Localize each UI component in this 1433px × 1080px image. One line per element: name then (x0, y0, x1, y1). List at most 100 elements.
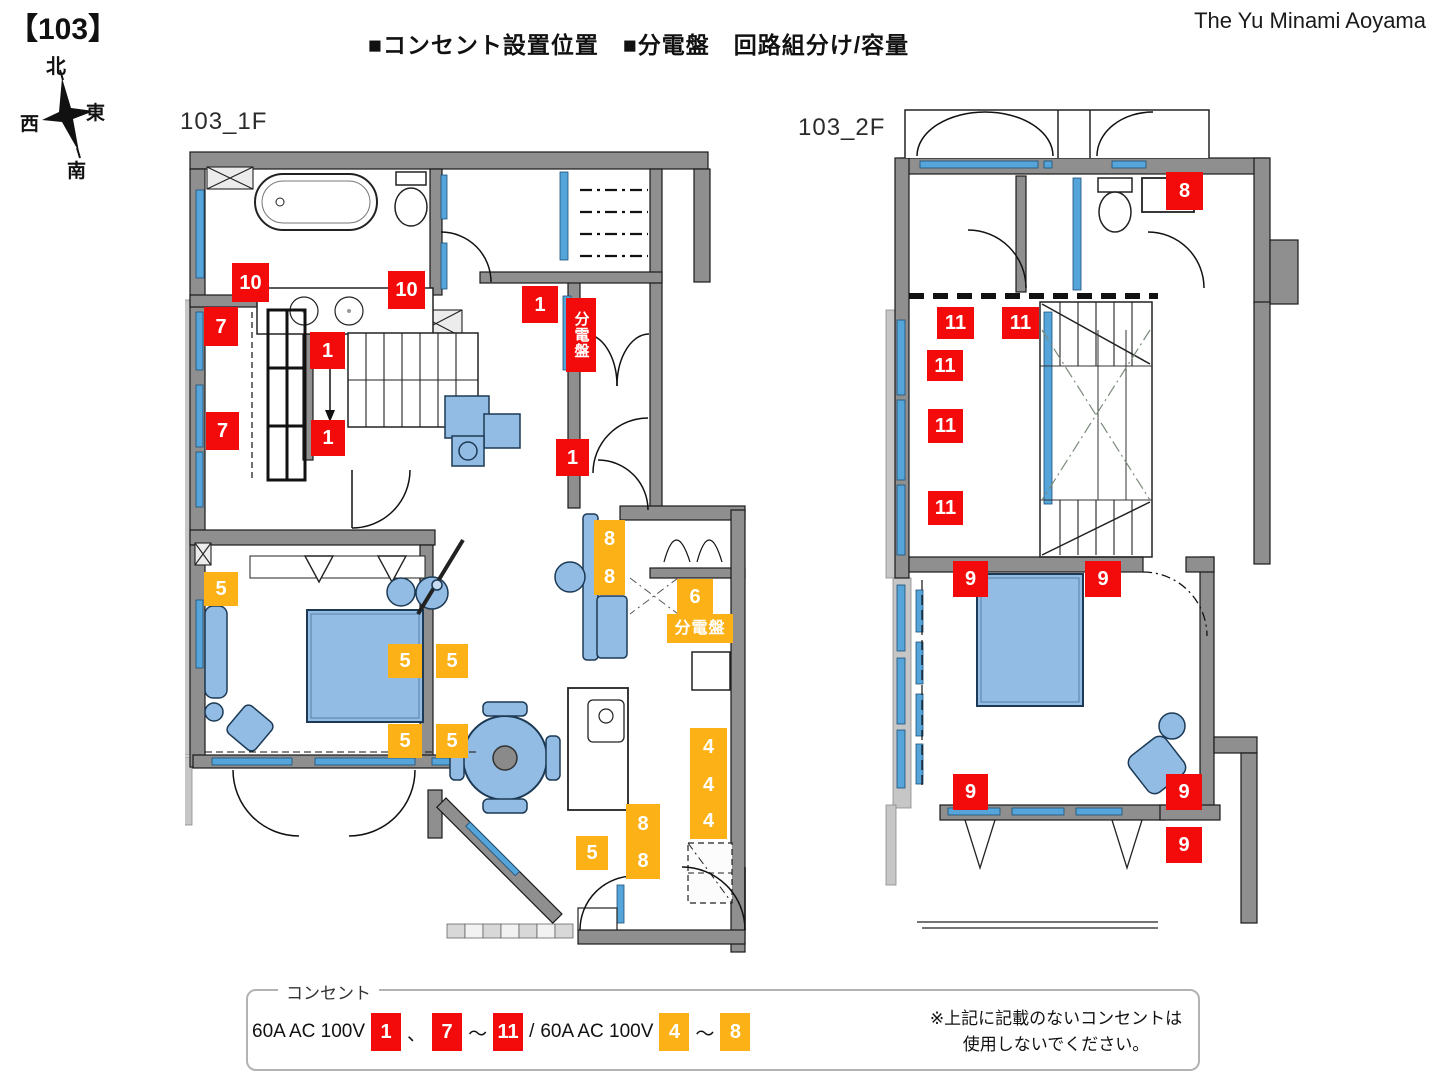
compass-east: 東 (86, 101, 105, 124)
lounge-chair (226, 704, 274, 752)
legend-separator: 、 (407, 1023, 427, 1045)
plan-label-2f: 103_2F (798, 114, 886, 141)
desk-return (483, 413, 521, 449)
outlet-marker: 5 (436, 644, 468, 678)
outlet-marker: 10 (232, 263, 269, 302)
porch-tiles (446, 923, 574, 939)
legend-note: ※上記に記載のないコンセントは 使用しないでください。 (918, 1006, 1194, 1059)
outlet-marker: 8 (1166, 172, 1203, 210)
plan-label-1f: 103_1F (180, 108, 268, 135)
outlet-marker: 4 (690, 728, 727, 766)
closet-door-mark (376, 555, 408, 584)
outlet-marker: 5 (576, 836, 608, 870)
porch-outline (904, 109, 1210, 158)
sheet-header: ■コンセント設置位置 ■分電盤 回路組分け/容量 (368, 32, 910, 58)
outlet-marker: 4 (690, 803, 727, 839)
unit-title: 【103】 (8, 13, 119, 46)
bed-2f (976, 573, 1084, 707)
outlet-marker: 1 (310, 332, 345, 369)
compass-south: 南 (67, 160, 86, 182)
distribution-board-label-2: 分電盤 (667, 614, 733, 643)
outlet-marker: 6 (677, 579, 713, 614)
outlet-marker: 8 (626, 843, 660, 879)
doors-2f (909, 111, 1208, 790)
toilet-tank-2f (1097, 177, 1133, 193)
dining-chair (545, 735, 561, 781)
outlet-marker: 9 (1166, 827, 1202, 863)
legend-square-7: 7 (432, 1013, 463, 1051)
floorplan-1f (185, 151, 746, 953)
windows-2f (896, 160, 1147, 816)
outlet-marker: 9 (953, 774, 988, 810)
outlet-marker: 5 (204, 572, 238, 606)
balcony-door-mark (1111, 819, 1143, 871)
outlet-marker: 11 (1002, 307, 1039, 339)
balcony-rail (917, 921, 1158, 929)
legend-square-11: 11 (493, 1013, 524, 1051)
outlet-marker: 1 (311, 420, 345, 456)
building-name: The Yu Minami Aoyama (1194, 8, 1426, 33)
compass-rose-icon: 北 西 東 南 (20, 55, 105, 182)
legend-box (246, 989, 1200, 1071)
furniture-2f (976, 573, 1187, 795)
stool-2f (1158, 712, 1186, 740)
legend-title: コンセント (278, 979, 379, 1004)
side-table (386, 577, 416, 607)
doors-1f (205, 188, 746, 931)
dining-chair (482, 798, 528, 814)
outlet-marker: 11 (928, 409, 963, 443)
legend-note-line1: ※上記に記載のないコンセントは (929, 1009, 1183, 1028)
outlet-marker: 8 (594, 520, 625, 558)
legend-circuit-red-text: 60A AC 100V (252, 1021, 366, 1042)
outlet-marker: 9 (953, 561, 988, 597)
toilet-bowl-1f (394, 187, 428, 227)
legend-note-line2: 使用しないでください。 (962, 1035, 1150, 1055)
bench (204, 605, 228, 699)
outlet-marker: 9 (1166, 774, 1202, 810)
legend-separator: 〜 (695, 1023, 715, 1045)
outlet-marker: 10 (388, 271, 425, 309)
outlet-marker: 7 (204, 307, 238, 346)
outlet-marker: 5 (388, 724, 422, 758)
compass-star (42, 78, 94, 152)
bathtub (254, 173, 378, 231)
outlet-marker: 4 (690, 766, 727, 803)
stool (204, 702, 224, 722)
storage-box (691, 651, 731, 691)
legend-square-8: 8 (720, 1013, 751, 1051)
toilet-bowl-2f (1098, 191, 1132, 233)
legend-square-4: 4 (659, 1013, 690, 1051)
balcony-door-mark (964, 819, 996, 871)
outlet-marker: 8 (594, 558, 625, 595)
outlet-marker: 1 (556, 439, 589, 476)
desk (444, 395, 490, 439)
fixtures-2f (904, 109, 1210, 929)
entry-step (577, 907, 618, 931)
outlet-marker: 11 (928, 491, 963, 525)
outlet-marker: 5 (388, 644, 422, 678)
compass-west: 西 (20, 114, 39, 135)
legend-square-1: 1 (371, 1013, 402, 1051)
distribution-board-label-1f: 分電盤 (566, 298, 596, 372)
dining-chair (482, 701, 528, 717)
outlet-marker: 1 (522, 286, 558, 323)
furniture-1f (204, 395, 628, 814)
legend-separator: / (529, 1021, 535, 1042)
desk-chair (451, 435, 485, 467)
outlet-marker: 7 (206, 412, 239, 450)
outlet-marker: 11 (937, 307, 974, 339)
outlet-marker: 8 (626, 804, 660, 843)
outlet-marker: 11 (927, 350, 963, 381)
toilet-tank-1f (395, 171, 427, 186)
sofa-seat (596, 595, 628, 659)
outlet-marker: 5 (436, 724, 468, 758)
floorplan-2f (885, 109, 1299, 929)
legend-separator: 〜 (468, 1023, 488, 1045)
legend-circuit-row: 60A AC 100V 1 、 7 〜 11 / 60A AC 100V 4 〜… (252, 1010, 751, 1054)
compass-north: 北 (46, 55, 66, 78)
legend-circuit-yellow-text: 60A AC 100V (540, 1021, 654, 1042)
outlet-marker: 9 (1085, 561, 1121, 597)
ottoman (554, 561, 586, 593)
closet-door-mark (303, 555, 335, 584)
